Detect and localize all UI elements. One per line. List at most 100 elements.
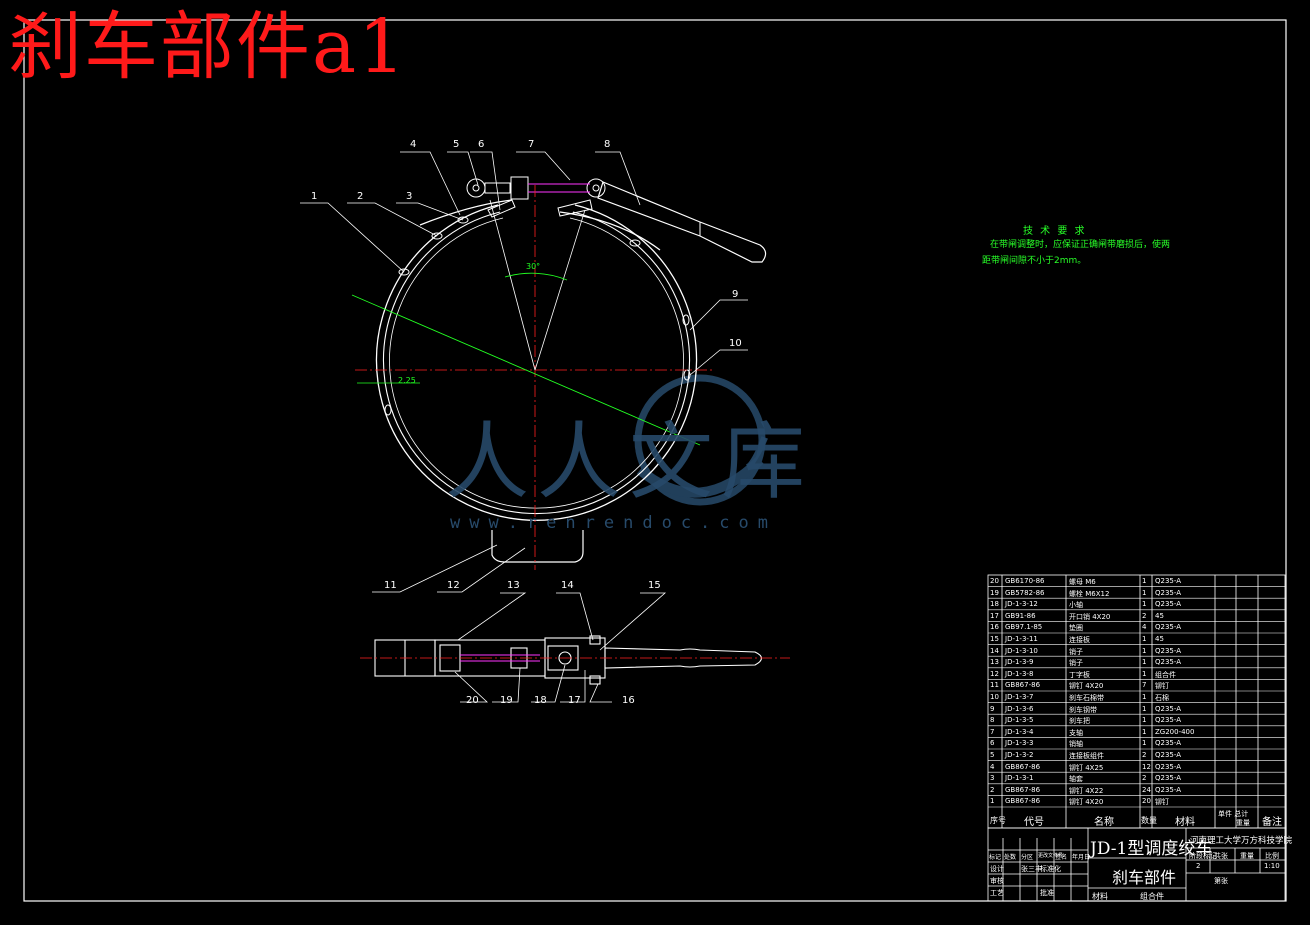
bom-cell-name: 销子 bbox=[1069, 647, 1083, 656]
bom-cell-code: GB91-86 bbox=[1005, 611, 1036, 620]
bom-cell-qty: 2 bbox=[1142, 774, 1147, 783]
bom-cell-name: 连接板 bbox=[1069, 636, 1090, 644]
bom-cell-qty: 4 bbox=[1142, 623, 1147, 632]
bom-cell-material: 45 bbox=[1155, 611, 1164, 620]
bom-cell-qty: 20 bbox=[1142, 797, 1151, 806]
bom-cell-no: 19 bbox=[990, 588, 999, 597]
plan-view bbox=[360, 635, 790, 685]
product-name: JD-1型调度绞车 bbox=[1090, 839, 1213, 859]
bom-cell-material: Q235-A bbox=[1155, 658, 1182, 667]
mark-label: 年月日 bbox=[1072, 854, 1091, 861]
bom-cell-qty: 1 bbox=[1142, 635, 1147, 643]
bom-cell-no: 1 bbox=[990, 797, 995, 806]
part-number: 6 bbox=[478, 139, 485, 150]
bom-cell-material: 石棉 bbox=[1155, 694, 1169, 702]
bom-cell-no: 15 bbox=[990, 635, 999, 643]
bottom-bracket bbox=[491, 530, 584, 563]
bom-cell-name: 垫圈 bbox=[1069, 624, 1083, 633]
bom-cell-no: 5 bbox=[990, 751, 995, 759]
bom-cell-material: 铆钉 bbox=[1155, 798, 1169, 807]
bom-cell-name: 丁字板 bbox=[1069, 670, 1090, 679]
bom-header-material: 材料 bbox=[1175, 817, 1195, 828]
part-number: 5 bbox=[453, 139, 460, 150]
bom-cell-no: 18 bbox=[990, 600, 999, 609]
role-label: 设计 bbox=[990, 865, 1004, 873]
rivet-3 bbox=[457, 216, 469, 224]
watermark-text: 人人文库 bbox=[445, 413, 814, 511]
bom-cell-qty: 1 bbox=[1142, 646, 1147, 655]
sheet-no: 第张 bbox=[1214, 877, 1228, 885]
part-number: 17 bbox=[568, 695, 581, 706]
bom-cell-material: Q235-A bbox=[1155, 646, 1182, 655]
bom-cell-no: 13 bbox=[990, 658, 999, 667]
bom-cell-qty: 12 bbox=[1142, 762, 1151, 771]
bom-cell-code: JD-1-3-9 bbox=[1005, 658, 1034, 667]
bom-grid bbox=[987, 574, 1286, 829]
bom-cell-name: 支轴 bbox=[1069, 728, 1083, 737]
sheet-total: 共张 bbox=[1214, 852, 1228, 860]
part-number: 14 bbox=[561, 580, 574, 591]
leaders-top bbox=[300, 151, 748, 593]
mark-label: 签名 bbox=[1055, 854, 1068, 861]
bom-cell-no: 9 bbox=[990, 704, 995, 713]
bom-cell-material: 45 bbox=[1155, 635, 1164, 643]
bom-header-weight-bottom: 重量 bbox=[1236, 819, 1250, 827]
bom-cell-code: GB6170-86 bbox=[1005, 577, 1045, 585]
designer-name: 张三丰 bbox=[1021, 865, 1042, 873]
part-number: 12 bbox=[447, 580, 460, 591]
dimension-text: 2.25 bbox=[398, 376, 416, 385]
part-number: 11 bbox=[384, 580, 397, 591]
std-label: 标准化 bbox=[1040, 865, 1061, 873]
sheet-border bbox=[23, 19, 1287, 902]
bom-cell-no: 14 bbox=[990, 646, 999, 655]
bom-cell-code: JD-1-3-8 bbox=[1005, 669, 1034, 678]
scale-value: 1:10 bbox=[1264, 862, 1280, 870]
bom-cell-name: 连接板组件 bbox=[1069, 752, 1104, 760]
bom-header-no: 序号 bbox=[990, 816, 1006, 825]
bom-cell-name: 轴套 bbox=[1069, 775, 1083, 784]
tech-requirements-line2: 距带闸间隙不小于2mm。 bbox=[982, 256, 1087, 266]
approve-label: 批准 bbox=[1040, 889, 1054, 897]
bom-cell-qty: 24 bbox=[1142, 785, 1151, 794]
band-inner bbox=[382, 211, 691, 515]
bom-cell-name: 刹车把 bbox=[1069, 717, 1090, 726]
bom-header-weight-top: 单件 总计 bbox=[1218, 810, 1249, 818]
bom-header-qty: 数量 bbox=[1141, 816, 1157, 825]
bom-cell-code: GB97.1-85 bbox=[1005, 623, 1043, 632]
bom-cell-qty: 1 bbox=[1142, 658, 1147, 667]
watermark-logo bbox=[634, 374, 766, 506]
bom-cell-code: JD-1-3-2 bbox=[1005, 751, 1034, 759]
bom-cell-no: 16 bbox=[990, 623, 999, 632]
title-block-grid bbox=[987, 827, 1286, 902]
part-number: 19 bbox=[500, 695, 513, 706]
bom-cell-material: Q235-A bbox=[1155, 600, 1182, 609]
bom-cell-qty: 1 bbox=[1142, 739, 1147, 748]
bom-cell-code: GB867-86 bbox=[1005, 681, 1041, 690]
bom-cell-no: 11 bbox=[990, 681, 999, 690]
part-number: 13 bbox=[507, 580, 520, 591]
bom-cell-code: GB867-86 bbox=[1005, 762, 1041, 771]
bom-cell-material: Q235-A bbox=[1155, 623, 1182, 632]
bom-cell-material: Q235-A bbox=[1155, 716, 1182, 725]
mark-label: 分区 bbox=[1021, 854, 1034, 861]
bom-cell-name: 铆钉 4X20 bbox=[1069, 798, 1104, 807]
part-number: 1 bbox=[311, 191, 318, 202]
watermark-url: www.renrendoc.com bbox=[450, 513, 777, 533]
role-label: 工艺 bbox=[990, 889, 1004, 897]
bom-cell-no: 10 bbox=[990, 693, 999, 701]
bom-cell-no: 7 bbox=[990, 727, 995, 736]
bom-cell-name: 开口销 4X20 bbox=[1069, 612, 1111, 621]
weight-label: 重量 bbox=[1240, 852, 1254, 860]
bom-cell-material: 铆钉 bbox=[1155, 682, 1169, 691]
bom-cell-code: JD-1-3-10 bbox=[1005, 646, 1038, 655]
bom-cell-material: Q235-A bbox=[1155, 785, 1182, 794]
part-number: 15 bbox=[648, 580, 661, 591]
bom-cell-name: 螺母 M6 bbox=[1069, 578, 1096, 586]
bom-cell-no: 6 bbox=[990, 739, 995, 748]
bom-cell-material: Q235-A bbox=[1155, 739, 1182, 748]
bom-cell-code: JD-1-3-11 bbox=[1005, 635, 1038, 643]
bom-cell-code: JD-1-3-6 bbox=[1005, 704, 1034, 713]
bom-cell-name: 销轴 bbox=[1069, 740, 1083, 749]
part-number: 10 bbox=[729, 338, 742, 349]
